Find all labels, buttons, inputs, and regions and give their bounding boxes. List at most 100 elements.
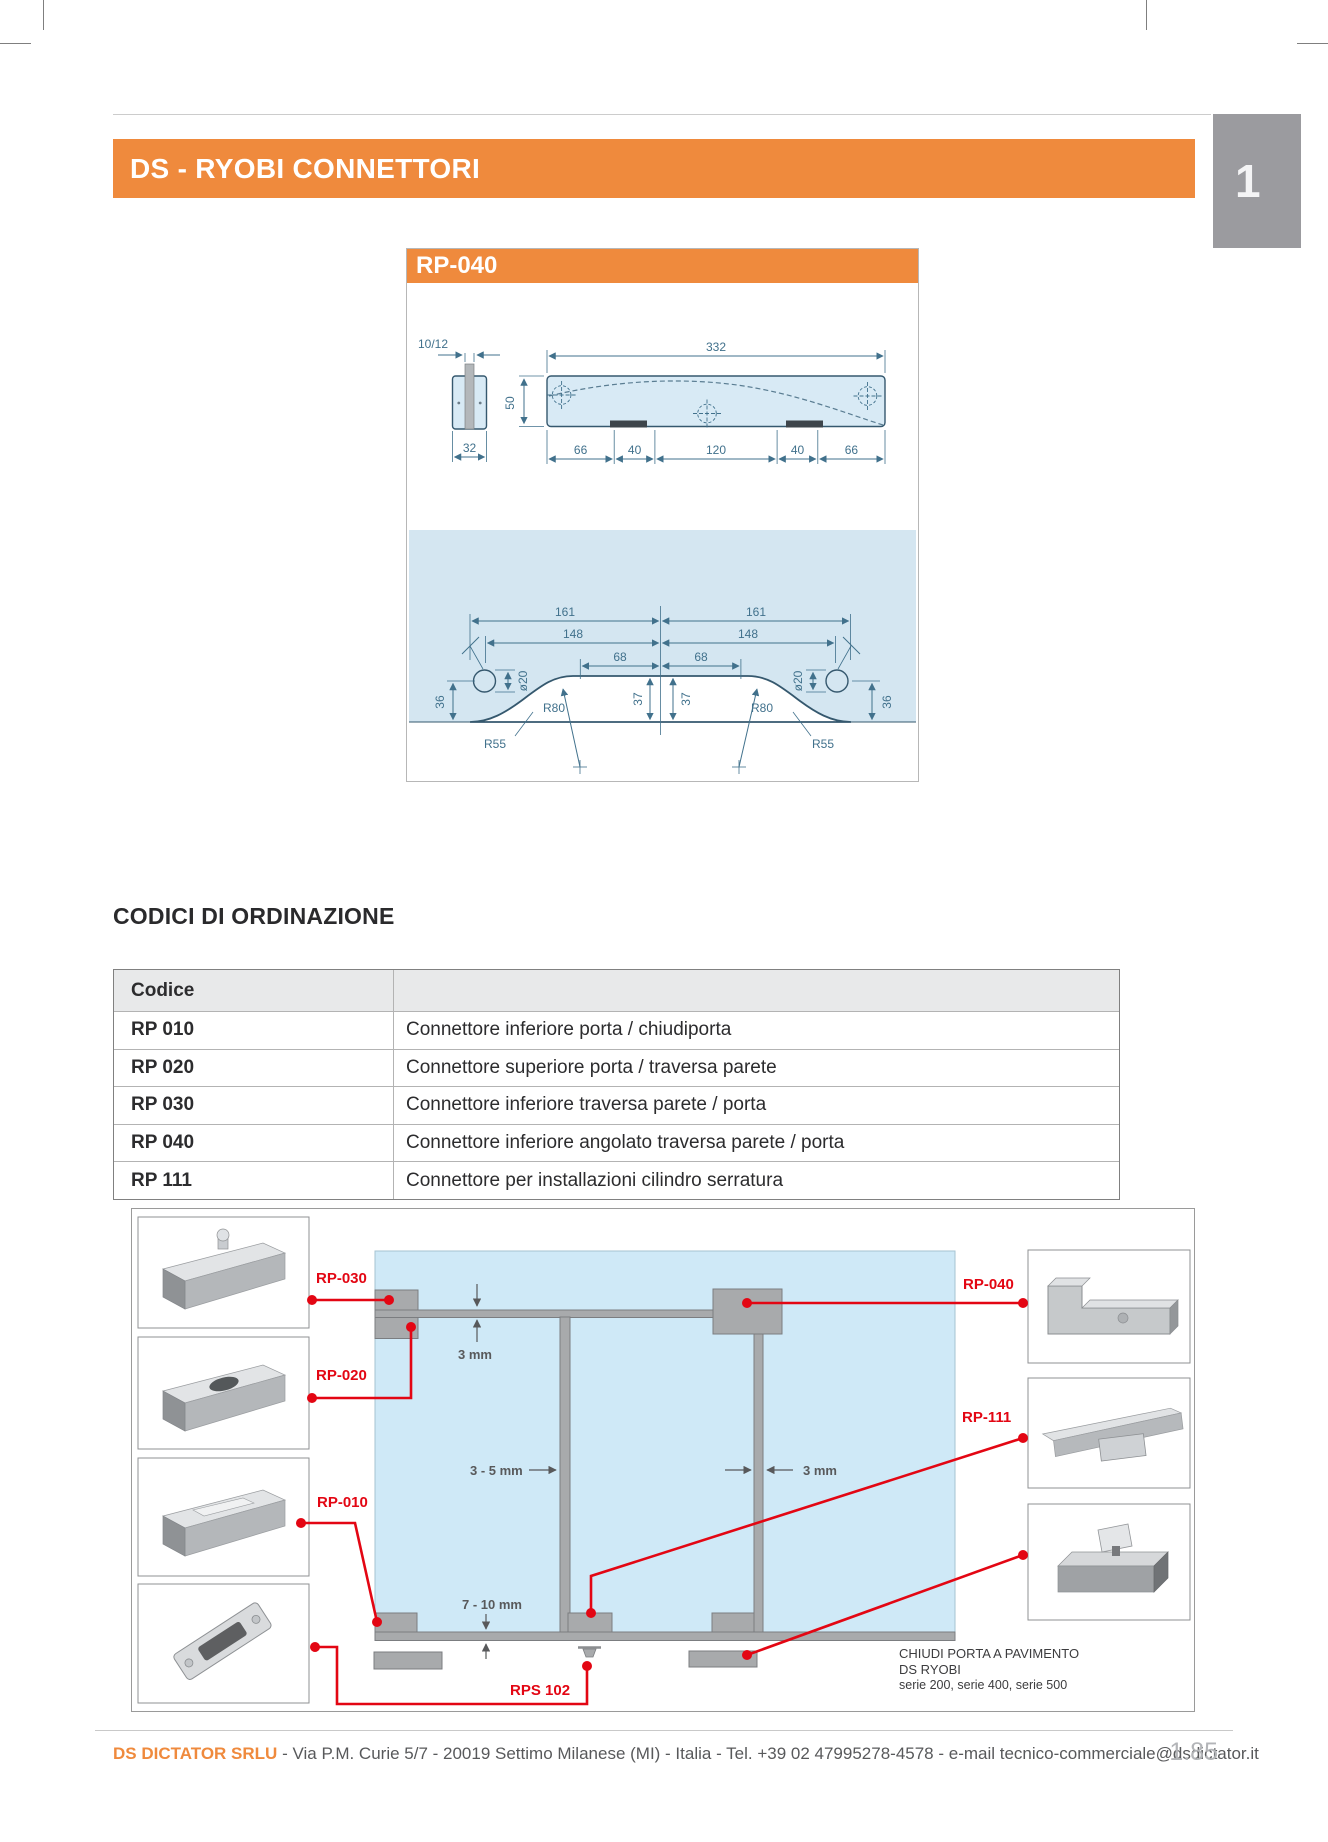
dim-hole-span: 148 148	[485, 627, 837, 663]
svg-text:32: 32	[463, 441, 477, 455]
corner-connector-rp040	[712, 1288, 783, 1335]
code-cell: RP 010	[114, 1012, 394, 1049]
label-rp020: RP-020	[316, 1367, 367, 1384]
floor-closer-left	[373, 1651, 443, 1670]
svg-text:R55: R55	[484, 737, 506, 751]
svg-text:36: 36	[880, 695, 894, 709]
floor-pivot-rps102	[582, 1648, 597, 1658]
code-cell: RP 030	[114, 1087, 394, 1124]
svg-text:161: 161	[746, 605, 766, 619]
dim-side-width: 32	[452, 431, 487, 462]
frame-parts	[373, 1288, 956, 1670]
callout-rp020: RP-020	[307, 1322, 416, 1403]
svg-text:R55: R55	[812, 737, 834, 751]
dim-total-width: 332	[546, 340, 886, 373]
product-photo-rp-010	[137, 1457, 310, 1577]
bottom-tab-right	[786, 420, 823, 428]
crop-mark-top-right-h	[1297, 43, 1328, 44]
profile-view: 161 161 148 148 68	[409, 530, 916, 774]
table-row: RP 111 Connettore per installazioni cili…	[114, 1161, 1119, 1199]
callouts: RP-030 RP-020 RP-010 RP-040 RP-111	[296, 1270, 1028, 1706]
ordering-title: CODICI DI ORDINAZIONE	[113, 903, 395, 929]
hole-right	[825, 669, 849, 693]
svg-text:37: 37	[631, 692, 645, 706]
dim-bottom-segments: 66 40 120 40 66	[546, 430, 886, 464]
chapter-tab: 1	[1213, 114, 1301, 248]
svg-text:ø20: ø20	[791, 670, 805, 691]
callout-rp040: RP-040	[742, 1276, 1028, 1308]
crop-mark-top-left-h	[0, 43, 31, 44]
svg-text:R80: R80	[543, 701, 565, 715]
product-photo-rp-030	[137, 1216, 310, 1329]
desc-cell: Connettore inferiore porta / chiudiporta	[406, 1019, 732, 1041]
label-rps102: RPS 102	[510, 1682, 570, 1699]
svg-text:148: 148	[738, 627, 758, 641]
svg-text:68: 68	[613, 650, 627, 664]
label-rp030: RP-030	[316, 1270, 367, 1287]
product-photo-floor-closer	[1027, 1503, 1191, 1621]
svg-text:161: 161	[555, 605, 575, 619]
svg-text:148: 148	[563, 627, 583, 641]
dim-top-gap: 3 mm	[458, 1347, 492, 1362]
svg-text:36: 36	[433, 695, 447, 709]
top-view: 10/12 32	[418, 337, 886, 464]
section-title: DS - RYOBI CONNETTORI	[130, 152, 481, 184]
callout-rp111: RP-111	[586, 1409, 1028, 1618]
dim-door-gap-left: 3 - 5 mm	[470, 1463, 523, 1478]
caption-line2: DS RYOBI	[899, 1662, 961, 1677]
chapter-tab-number: 1	[1235, 155, 1261, 207]
drawing-panel: RP-040 10/12	[406, 248, 919, 782]
top-rule	[113, 114, 1211, 115]
glass-wall	[374, 1250, 956, 1633]
dim-glass-thickness: 10/12	[418, 337, 500, 362]
svg-text:40: 40	[628, 443, 642, 457]
desc-cell: Connettore inferiore angolato traversa p…	[406, 1132, 845, 1154]
dim-span: 161 161	[469, 605, 852, 660]
dim-depth: 37 37	[631, 677, 693, 721]
svg-text:66: 66	[574, 443, 588, 457]
dim-half-top: 68 68	[579, 650, 742, 679]
product-photo-rp-040	[1027, 1249, 1191, 1364]
technical-drawing: 10/12 32	[409, 337, 916, 774]
drawing-panel-title: RP-040	[416, 252, 498, 279]
svg-text:ø20: ø20	[516, 670, 530, 691]
label-rp010: RP-010	[317, 1494, 368, 1511]
label-rp111: RP-111	[962, 1409, 1011, 1426]
glass-bar	[464, 363, 475, 430]
dim-edge-height: 36 36	[433, 680, 894, 721]
footer-info: - Via P.M. Curie 5/7 - 20019 Settimo Mil…	[282, 1744, 1259, 1763]
svg-text:10/12: 10/12	[418, 337, 448, 351]
caption-line1: CHIUDI PORTA A PAVIMENTO	[899, 1646, 1079, 1661]
table-row: RP 040 Connettore inferiore angolato tra…	[114, 1123, 1119, 1162]
hole-marks	[547, 381, 882, 428]
footer-rule	[95, 1730, 1233, 1731]
ordering-table: Codice RP 010 Connettore inferiore porta…	[113, 969, 1120, 1200]
product-photo-rp-111	[1027, 1377, 1191, 1489]
product-photo-rp-020	[137, 1336, 310, 1450]
col-header-codice: Codice	[114, 970, 394, 1011]
code-cell: RP 020	[114, 1049, 394, 1087]
floor-bar	[374, 1631, 956, 1641]
hidden-profile-curve	[548, 380, 884, 426]
svg-text:332: 332	[706, 340, 726, 354]
svg-text:120: 120	[706, 443, 726, 457]
desc-cell: Connettore superiore porta / traversa pa…	[406, 1056, 777, 1078]
svg-text:40: 40	[791, 443, 805, 457]
caption-line3: serie 200, serie 400, serie 500	[899, 1678, 1067, 1692]
callout-rp010: RP-010	[296, 1494, 382, 1627]
callout-floor-closer	[742, 1550, 1028, 1660]
door-post-right	[753, 1305, 764, 1633]
svg-text:68: 68	[694, 650, 708, 664]
dim-radius-bottom: R55 R55	[484, 711, 834, 751]
desc-cell: Connettore per installazioni cilindro se…	[406, 1169, 784, 1191]
svg-text:R80: R80	[751, 701, 773, 715]
footer: DS DICTATOR SRLU - Via P.M. Curie 5/7 - …	[113, 1744, 1259, 1764]
footer-company: DS DICTATOR SRLU	[113, 1744, 278, 1763]
connector-door-bottom-right	[711, 1612, 755, 1633]
table-row: RP 020 Connettore superiore porta / trav…	[114, 1048, 1119, 1087]
connector-rp020	[374, 1317, 419, 1339]
table-header-row: Codice	[114, 970, 1119, 1011]
installation-diagram: 3 mm 3 - 5 mm 3 mm 7 - 10 mm RP-030 RP-0…	[131, 1208, 1195, 1712]
label-rp040: RP-040	[963, 1276, 1014, 1293]
